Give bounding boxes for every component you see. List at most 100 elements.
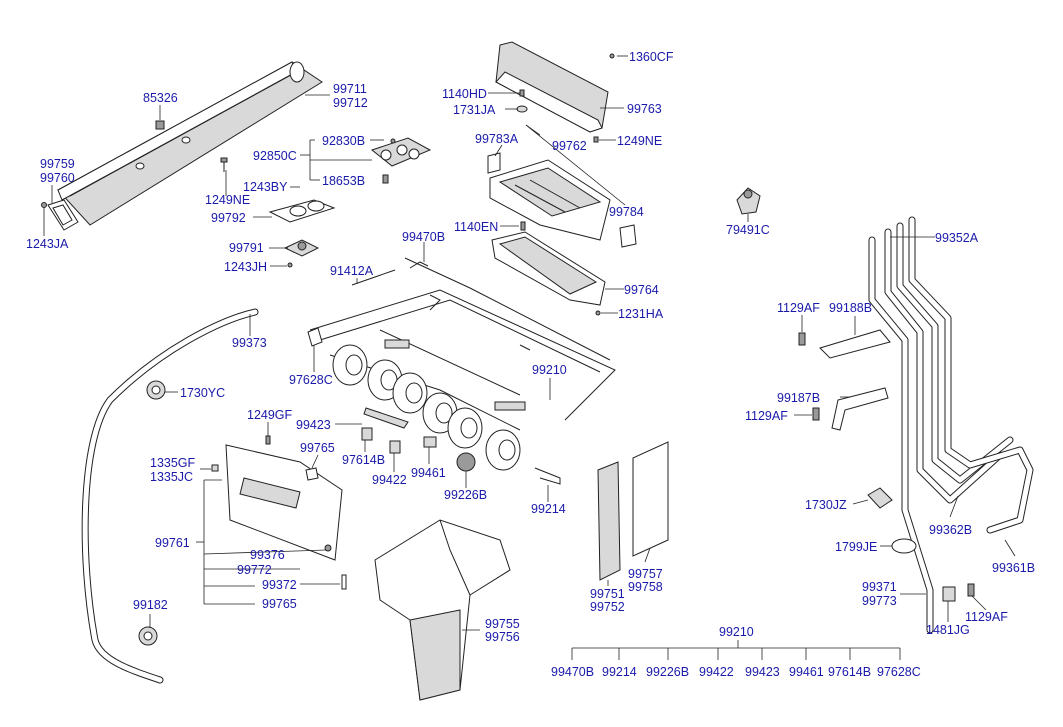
duct-99711-part: [57, 61, 323, 226]
label-99372: 99372: [262, 578, 297, 592]
label-1249ne-cover: 1249NE: [617, 134, 662, 148]
screw-1140hd-part: [519, 89, 525, 97]
fuse-99461-part: [423, 436, 437, 448]
clip-1481jg-part: [942, 586, 956, 602]
label-99791: 99791: [229, 241, 264, 255]
label-99423: 99423: [296, 418, 331, 432]
bottom-label: 99461: [789, 665, 824, 679]
label-1730yc: 1730YC: [180, 386, 225, 400]
screw-1243ja-part: [41, 202, 47, 208]
screw-1249gf-part: [265, 435, 271, 445]
bottom-label: 99214: [602, 665, 637, 679]
fan-units-part: [332, 344, 521, 471]
label-1129af-c: 1129AF: [965, 610, 1008, 624]
screw-1140en-part: [520, 221, 526, 231]
label-99792: 99792: [211, 211, 246, 225]
duct-99755-part: [374, 519, 511, 701]
leader-lines: [43, 55, 1016, 660]
label-99470b: 99470B: [402, 230, 445, 244]
bottom-label: 99422: [699, 665, 734, 679]
washer-1731ja-part: [516, 105, 528, 113]
screw-1360cf-part: [609, 53, 615, 59]
label-99422: 99422: [372, 473, 407, 487]
connector-97628c-part: [307, 327, 323, 347]
bottom-group-labels: 99470B 99214 99226B 99422 99423 99461 97…: [551, 665, 921, 679]
label-99187b: 99187B: [777, 391, 820, 405]
bracket-99188b-part: [819, 329, 891, 359]
label-1140en: 1140EN: [454, 220, 498, 234]
tube-99373-part: [81, 308, 259, 684]
bracket-99187b-part: [831, 387, 889, 431]
label-91412a: 91412A: [330, 264, 374, 278]
mount-99791-part: [283, 239, 320, 257]
label-99712: 99712: [333, 96, 368, 110]
bolt-1129af-c-part: [967, 583, 975, 597]
label-99759: 99759: [40, 157, 75, 171]
clamp-1799je-part: [891, 538, 917, 554]
clip-99765-part: [305, 467, 319, 481]
sensor-79491c-part: [736, 187, 761, 215]
label-99188b: 99188B: [829, 301, 872, 315]
label-1335gf: 1335GF: [150, 456, 196, 470]
label-99761: 99761: [155, 536, 190, 550]
panel-99751-part: [597, 461, 621, 581]
label-99764: 99764: [624, 283, 659, 297]
label-1243jh: 1243JH: [224, 260, 267, 274]
label-99760: 99760: [40, 171, 75, 185]
label-1731ja: 1731JA: [453, 103, 496, 117]
filter-99764-part: [491, 231, 606, 306]
label-92850c: 92850C: [253, 149, 297, 163]
label-1335jc: 1335JC: [150, 470, 193, 484]
label-92830b: 92830B: [322, 134, 365, 148]
label-1730jz: 1730JZ: [805, 498, 847, 512]
label-1249ne: 1249NE: [205, 193, 250, 207]
label-99762: 99762: [552, 139, 587, 153]
screw-1249ne-cover-part: [593, 136, 599, 143]
label-99371: 99371: [862, 580, 897, 594]
bolt-1129af-a-part: [798, 332, 806, 346]
label-1249gf: 1249GF: [247, 408, 293, 422]
bottom-label: 97628C: [877, 665, 921, 679]
panel-99757-part: [632, 441, 669, 557]
label-99757: 99757: [628, 567, 663, 581]
label-79491c: 79491C: [726, 223, 770, 237]
label-1481jg: 1481JG: [926, 623, 970, 637]
bolt-85326-part: [155, 120, 165, 130]
label-99752: 99752: [590, 600, 625, 614]
label-99765-b: 99765: [262, 597, 297, 611]
clip-99783a-part: [487, 152, 501, 174]
tube-bundle-99352a-part: [868, 216, 1034, 634]
label-99758: 99758: [628, 580, 663, 594]
label-99756: 99756: [485, 630, 520, 644]
label-1129af-b: 1129AF: [745, 409, 788, 423]
resistor-99423-part: [363, 407, 409, 429]
label-99373: 99373: [232, 336, 267, 350]
label-1129af-a: 1129AF: [777, 301, 820, 315]
label-99755: 99755: [485, 617, 520, 631]
label-1140hd: 1140HD: [442, 87, 487, 101]
louver-99761-part: [225, 444, 343, 561]
motor-99226b-part: [456, 452, 476, 472]
label-1243ja: 1243JA: [26, 237, 69, 251]
actuator-92850c-part: [370, 137, 432, 184]
label-99751: 99751: [590, 587, 625, 601]
label-99784: 99784: [609, 205, 644, 219]
label-99210-bottom: 99210: [719, 625, 754, 639]
label-99773: 99773: [862, 594, 897, 608]
grommet-99182-part: [138, 626, 158, 646]
hose-99214-part: [534, 467, 561, 485]
label-18653b: 18653B: [322, 174, 365, 188]
bottom-label: 99423: [745, 665, 780, 679]
case-99762-part: [489, 159, 611, 241]
gasket-99759-part: [47, 199, 79, 231]
grommet-99792-part: [268, 199, 336, 223]
grommet-1730jz-part: [867, 487, 893, 509]
label-1799je: 1799JE: [835, 540, 877, 554]
label-99352a: 99352A: [935, 231, 979, 245]
label-99461: 99461: [411, 466, 446, 480]
screw-1243jh-part: [287, 262, 293, 268]
relay-97614b-part: [361, 427, 373, 441]
clip-1335gf-part: [211, 464, 219, 472]
